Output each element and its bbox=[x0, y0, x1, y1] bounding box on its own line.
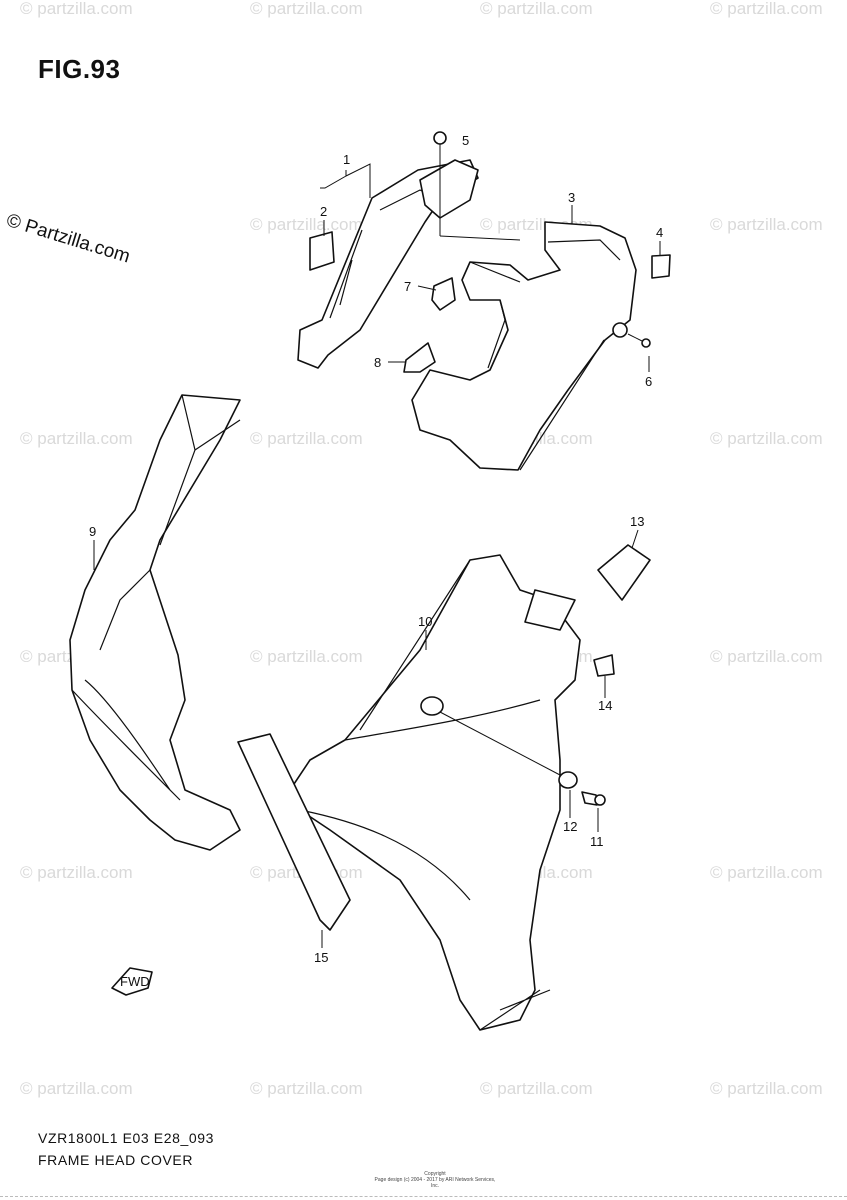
part-8-clip bbox=[403, 342, 436, 373]
callout-8: 8 bbox=[374, 355, 381, 370]
section-name: FRAME HEAD COVER bbox=[38, 1152, 194, 1168]
watermark: © partzilla.com bbox=[20, 1079, 133, 1098]
watermark: © partzilla.com bbox=[20, 863, 133, 882]
watermark: © partzilla.com bbox=[250, 429, 363, 448]
callout-7: 7 bbox=[404, 279, 411, 294]
model-code: VZR1800L1 E03 E28_093 bbox=[38, 1130, 215, 1146]
part-5-screw bbox=[433, 131, 521, 241]
part-13-pad bbox=[597, 544, 651, 601]
part-2-pad bbox=[309, 231, 335, 271]
part-15-strip bbox=[237, 733, 351, 931]
callout-4: 4 bbox=[656, 225, 663, 240]
watermark: © partzilla.com bbox=[480, 1079, 593, 1098]
callout-15: 15 bbox=[314, 950, 328, 965]
fwd-arrow-icon: FWD bbox=[111, 967, 153, 996]
watermark: © partzilla.com bbox=[710, 863, 823, 882]
callout-5: 5 bbox=[462, 133, 469, 148]
copyright-line-1: Copyright bbox=[424, 1171, 446, 1177]
watermark: © partzilla.com bbox=[250, 215, 363, 234]
watermark: © partzilla.com bbox=[480, 0, 593, 18]
callout-11: 11 bbox=[590, 834, 604, 849]
watermark: © partzilla.com bbox=[710, 0, 823, 18]
part-6-screw bbox=[627, 333, 651, 348]
page-divider bbox=[0, 1196, 847, 1197]
watermark: © partzilla.com bbox=[250, 647, 363, 666]
callout-12: 12 bbox=[563, 819, 577, 834]
part-4-pad bbox=[651, 254, 671, 279]
watermark: © partzilla.com bbox=[710, 1079, 823, 1098]
watermark: © partzilla.com bbox=[710, 429, 823, 448]
part-14-pad bbox=[593, 654, 615, 677]
watermark: © partzilla.com bbox=[20, 0, 133, 18]
part-11-screw bbox=[581, 791, 606, 806]
copyright-note: Copyright Page design (c) 2004 - 2017 by… bbox=[370, 1171, 500, 1189]
part-9-side-cover-left bbox=[69, 394, 241, 851]
callout-6: 6 bbox=[645, 374, 652, 389]
callout-10: 10 bbox=[418, 614, 432, 629]
watermark: © partzilla.com bbox=[710, 215, 823, 234]
fwd-label: FWD bbox=[120, 974, 150, 989]
callout-1: 1 bbox=[343, 152, 350, 167]
watermark: © partzilla.com bbox=[710, 647, 823, 666]
callout-2: 2 bbox=[320, 204, 327, 219]
part-7-clip bbox=[431, 277, 456, 311]
watermark: © partzilla.com bbox=[250, 1079, 363, 1098]
callout-13: 13 bbox=[630, 514, 644, 529]
part-3-upper-cover bbox=[411, 221, 637, 471]
callout-leaders bbox=[93, 163, 661, 948]
callout-3: 3 bbox=[568, 190, 575, 205]
callout-labels: 1 2 3 4 5 6 7 8 9 10 11 12 13 14 15 bbox=[89, 133, 663, 965]
part-1-bracket bbox=[297, 159, 479, 369]
part-10-lower-cover bbox=[289, 554, 581, 1031]
callout-9: 9 bbox=[89, 524, 96, 539]
watermark: © partzilla.com bbox=[20, 429, 133, 448]
copyright-line-2: Page design (c) 2004 - 2017 by ARI Netwo… bbox=[374, 1177, 496, 1189]
callout-14: 14 bbox=[598, 698, 612, 713]
part-12-grommet bbox=[439, 711, 578, 789]
figure-title: FIG.93 bbox=[38, 54, 121, 84]
watermark: © partzilla.com bbox=[250, 0, 363, 18]
